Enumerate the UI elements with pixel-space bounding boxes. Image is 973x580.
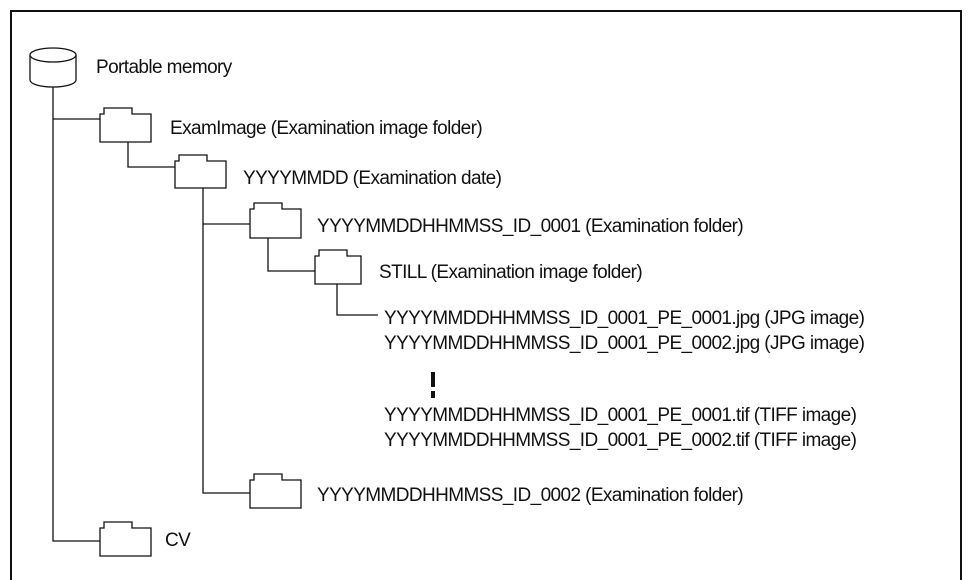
file-item: YYYYMMDDHHMMSS_ID_0001_PE_0001.jpg (JPG … — [384, 308, 865, 329]
tree-lines — [52, 85, 378, 542]
folder-icon — [99, 107, 152, 143]
cv-folder-label: CV — [165, 530, 191, 551]
exam-folder-2-label: YYYYMMDDHHMMSS_ID_0002 (Examination fold… — [317, 485, 744, 506]
folder-icon — [99, 521, 152, 557]
ellipsis-marker — [431, 372, 435, 398]
file-item: YYYYMMDDHHMMSS_ID_0001_PE_0002.tif (TIFF… — [384, 430, 857, 451]
root-label: Portable memory — [96, 57, 232, 78]
folder-icon — [249, 473, 302, 509]
file-item: YYYYMMDDHHMMSS_ID_0001_PE_0001.tif (TIFF… — [384, 405, 857, 426]
folder-icon — [314, 249, 362, 285]
connector-date — [202, 188, 250, 494]
connector-exam-folder-1 — [267, 238, 315, 272]
connector-still — [336, 284, 378, 316]
folder-icon — [174, 154, 227, 189]
connector-root — [52, 85, 100, 542]
still-folder-label: STILL (Examination image folder) — [379, 262, 643, 283]
folder-icon — [249, 202, 302, 239]
exam-folder-1-label: YYYYMMDDHHMMSS_ID_0001 (Examination fold… — [317, 216, 744, 237]
storage-drive-icon — [29, 47, 77, 88]
examimage-folder-label: ExamImage (Examination image folder) — [170, 118, 483, 139]
connector-examimage — [127, 142, 175, 168]
file-item: YYYYMMDDHHMMSS_ID_0001_PE_0002.jpg (JPG … — [384, 333, 865, 354]
diagram-frame — [10, 10, 962, 580]
date-folder-label: YYYYMMDD (Examination date) — [243, 168, 502, 189]
